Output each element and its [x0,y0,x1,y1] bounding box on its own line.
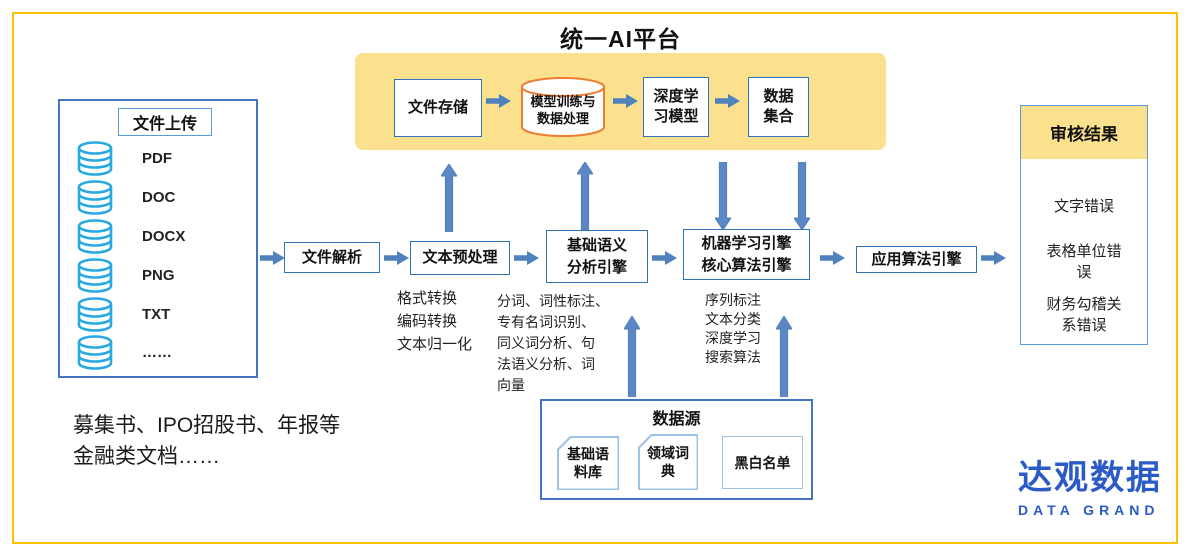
unified-ai-platform-banner: 文件存储 模型训练与 数据处理 深度学 习模型 数据 集合 [355,53,886,150]
arrow-down-icon [794,162,810,230]
arrow-up-icon [577,162,593,230]
data-source-title: 数据源 [652,411,701,428]
database-icon [77,297,113,332]
node-text-preprocessing: 文本预处理 [410,241,510,275]
arrow-down-icon [715,162,731,230]
node-semantic-analysis-engine: 基础语义 分析引擎 [546,230,648,283]
node-blacklist-whitelist: 黑白名单 [722,436,803,489]
node-file-storage: 文件存储 [394,79,482,137]
audit-result-title: 审核结果 [1021,106,1147,159]
database-icon [77,335,113,370]
result-item-table-unit-error: 表格单位错 误 [1046,243,1122,281]
file-type-label: TXT [142,306,171,323]
node-base-corpus: 基础语 料库 [557,436,619,490]
logo-chinese-text: 达观数据 [1018,459,1162,497]
cylinder-icon [521,77,605,137]
node-data-collection: 数据 集合 [748,77,809,137]
database-icon [77,219,113,254]
node-domain-dictionary: 领域词 典 [638,434,698,490]
model-training-label: 模型训练与 数据处理 [530,94,596,126]
node-ml-core-algorithm-engine: 机器学习引擎 核心算法引擎 [683,229,810,280]
file-upload-title: 文件上传 [118,108,212,136]
arrow-right-icon [384,251,409,265]
arrow-up-icon [776,316,792,397]
list-item: PDF [76,141,172,176]
node-applied-algorithm-engine: 应用算法引擎 [856,246,977,273]
arrow-right-icon [486,94,511,108]
list-item: …… [76,335,172,370]
arrow-up-icon [441,164,457,232]
arrow-right-icon [613,94,638,108]
arrow-right-icon [715,94,740,108]
file-type-label: PNG [142,267,175,284]
semantic-annotation: 分词、词性标注、 专有名词识别、 同义词分析、句 法语义分析、词 向量 [497,293,609,393]
data-source-panel: 数据源 基础语 料库 领域词 典 黑白名单 [540,399,813,500]
page-title: 统一AI平台 [560,26,681,52]
arrow-right-icon [652,251,677,265]
ml-annotation: 序列标注 文本分类 深度学习 搜索算法 [705,292,761,365]
result-item-financial-check-error: 财务勾稽关 系错误 [1046,296,1122,334]
arrow-right-icon [260,251,285,265]
database-icon [77,180,113,215]
result-item-text-error: 文字错误 [1053,198,1114,215]
list-item: TXT [76,297,170,332]
arrow-up-icon [624,316,640,397]
preprocess-annotation: 格式转换 编码转换 文本归一化 [397,290,473,353]
arrow-right-icon [514,251,539,265]
arrow-right-icon [981,251,1006,265]
list-item: DOC [76,180,175,215]
node-file-parsing: 文件解析 [284,242,380,273]
database-icon [77,141,113,176]
file-upload-panel: 文件上传 PDF DOC [58,99,258,378]
database-icon [77,258,113,293]
logo-english-text: DATA GRAND [1018,502,1160,518]
node-deep-learning-model: 深度学 习模型 [643,77,709,137]
file-type-label: DOCX [142,228,186,245]
list-item: DOCX [76,219,185,254]
model-training-cylinder: 模型训练与 数据处理 [518,76,608,138]
arrow-right-icon [820,251,845,265]
document-types-caption: 募集书、IPO招股书、年报等 金融类文档…… [73,414,341,468]
file-type-label: DOC [142,189,176,206]
datagrand-logo: 达观数据 DATA GRAND [1018,450,1162,518]
file-type-label: PDF [142,150,172,167]
list-item: PNG [76,258,175,293]
audit-result-panel: 审核结果 文字错误 表格单位错 误 财务勾稽关 系错误 [1020,105,1148,345]
file-type-label: …… [142,344,172,361]
